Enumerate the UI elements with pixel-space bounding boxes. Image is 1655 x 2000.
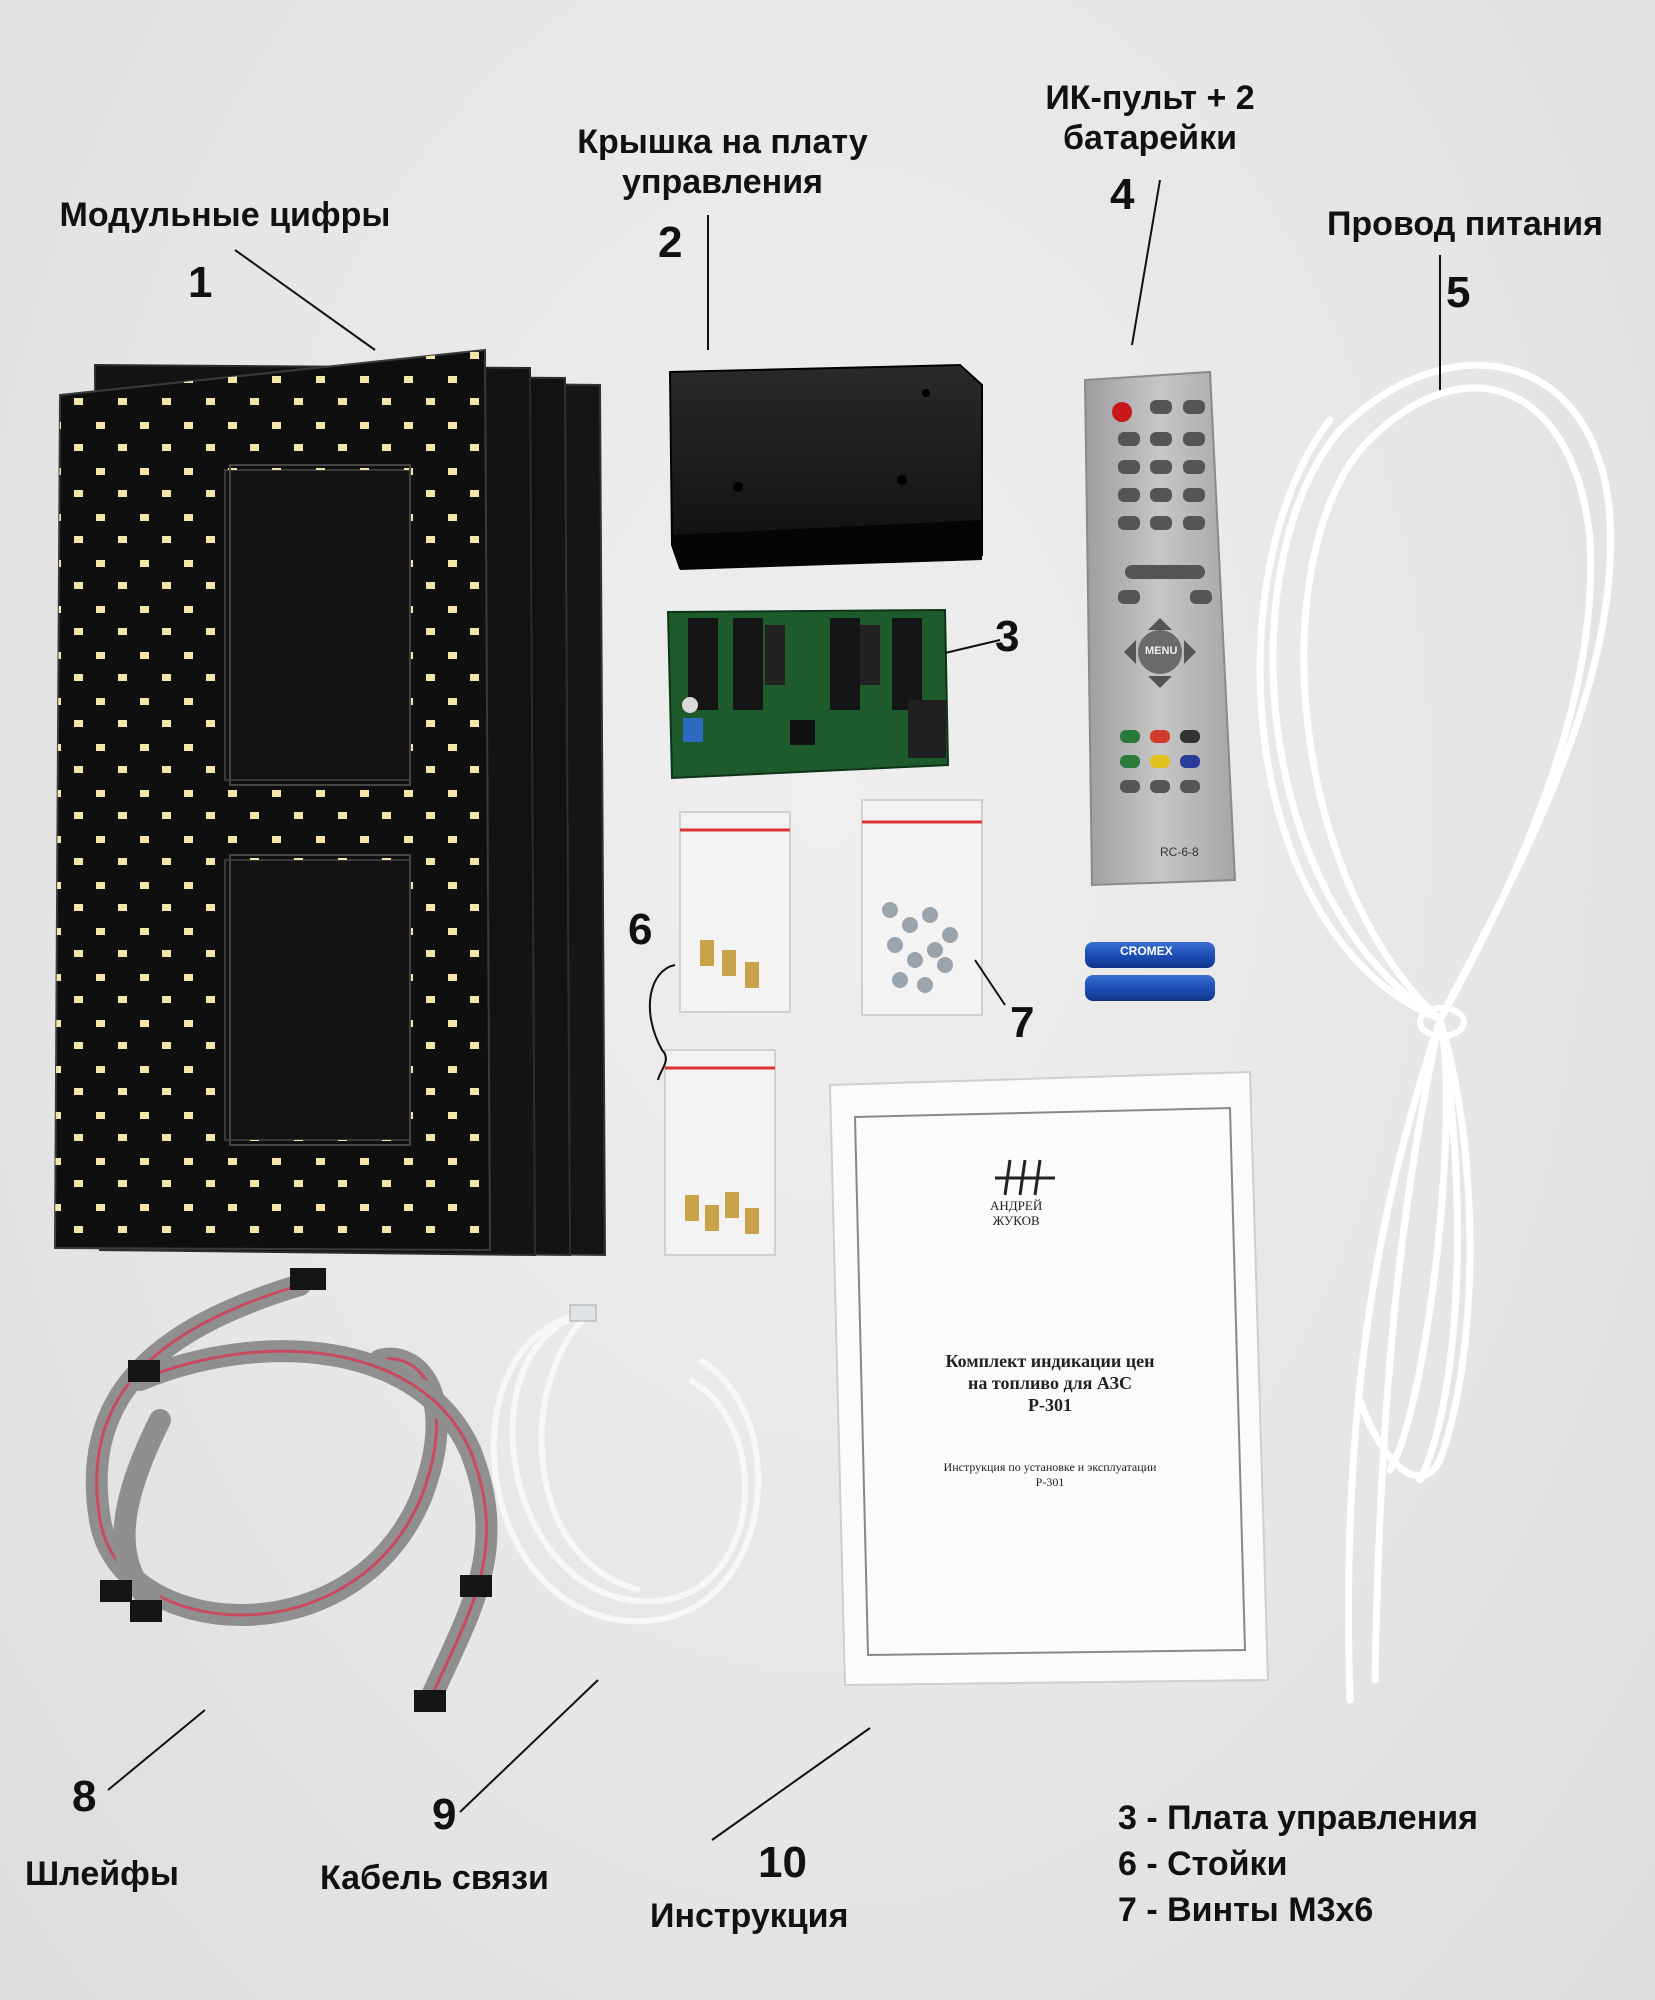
manual-logo-line2: ЖУКОВ <box>992 1213 1040 1228</box>
legend-item-3: 3 - Плата управления <box>1118 1799 1478 1837</box>
label-item2-title-line1: Крышка на плату <box>577 123 868 161</box>
manual-booklet <box>828 1070 1270 1687</box>
label-item9-title: Кабель связи <box>320 1859 549 1897</box>
label-item1-title: Модульные цифры <box>59 196 391 234</box>
manual-logo-line1: АНДРЕЙ <box>990 1198 1043 1213</box>
communication-cable <box>490 1304 762 1625</box>
label-item10-number: 10 <box>758 1838 807 1887</box>
label-item2-number: 2 <box>658 218 683 267</box>
label-item4-number: 4 <box>1110 170 1135 219</box>
manual-subtitle-line1: Инструкция по установке и эксплуатации <box>943 1460 1157 1474</box>
screws-bag <box>861 799 983 1016</box>
label-item4-title-line1: ИК-пульт + 2 <box>1045 79 1255 117</box>
battery-brand-label: CROMEX <box>1120 944 1173 958</box>
label-item4-title-line2: батарейки <box>1063 119 1237 157</box>
control-board <box>666 608 950 780</box>
label-item4-title: ИК-пульт + 2 батарейки <box>1005 78 1295 158</box>
label-item5-number: 5 <box>1446 268 1471 317</box>
power-cable <box>1256 361 1615 1704</box>
label-item5-title: Провод питания <box>1326 205 1604 243</box>
control-board-cover <box>668 363 983 570</box>
label-item6-number: 6 <box>628 905 653 954</box>
label-item8-title: Шлейфы <box>25 1855 179 1893</box>
label-item2-title: Крышка на плату управления <box>545 122 900 202</box>
batteries <box>1085 942 1215 1001</box>
manual-subtitle-line2: P-301 <box>1035 1475 1065 1489</box>
manual-title-line2: на топливо для АЗС <box>968 1373 1132 1393</box>
ir-remote <box>1083 370 1237 887</box>
label-item3-number: 3 <box>995 612 1020 661</box>
label-item1-number: 1 <box>188 258 213 307</box>
manual-title-line3: P-301 <box>1028 1395 1072 1415</box>
legend-item-7: 7 - Винты М3х6 <box>1118 1891 1374 1929</box>
label-item8-number: 8 <box>72 1772 97 1821</box>
remote-menu-label: MENU <box>1145 645 1178 657</box>
manual-logo <box>995 1159 1055 1196</box>
leader-lines <box>107 179 1441 1841</box>
digit-module-stack <box>53 348 607 1257</box>
label-item2-title-line2: управления <box>622 163 823 201</box>
label-item10-title: Инструкция <box>650 1897 849 1935</box>
label-item9-number: 9 <box>432 1790 457 1839</box>
standoff-bags <box>664 811 791 1256</box>
legend: 3 - Плата управления 6 - Стойки 7 - Винт… <box>1118 1795 1478 1933</box>
manual-title-line1: Комплект индикации цен <box>945 1351 1155 1371</box>
legend-item-6: 6 - Стойки <box>1118 1845 1288 1883</box>
remote-model-label: RC-6-8 <box>1160 845 1199 859</box>
label-item7-number: 7 <box>1010 998 1035 1047</box>
ribbon-cables <box>85 1268 498 1712</box>
